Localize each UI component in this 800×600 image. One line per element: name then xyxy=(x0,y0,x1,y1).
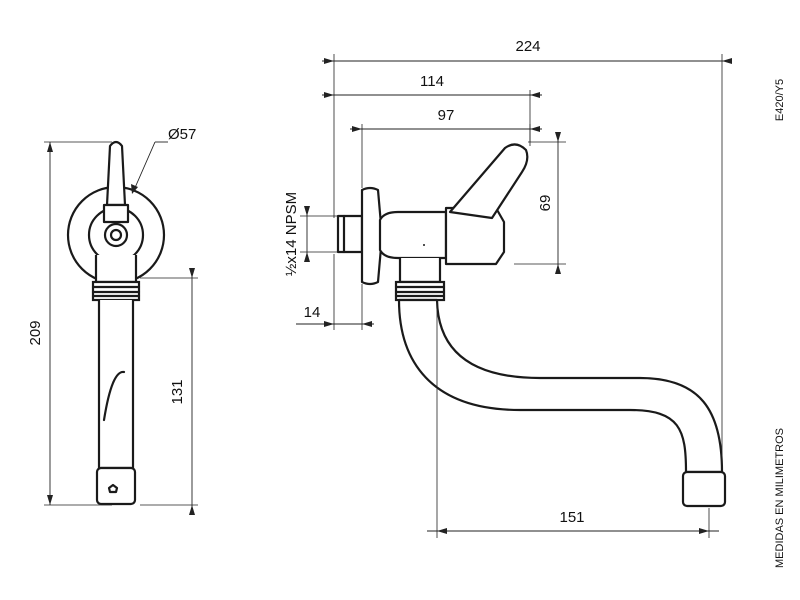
side-handle-lever xyxy=(448,143,529,220)
front-handle-lever xyxy=(105,140,127,207)
dim-114-label: 114 xyxy=(420,73,444,90)
front-handle-knob xyxy=(102,203,130,224)
dim-209-label: 209 xyxy=(27,320,44,345)
front-view xyxy=(66,140,166,506)
drawing-code: E420/Y5 xyxy=(774,79,786,121)
front-spout-tube xyxy=(97,300,135,470)
dim-209: 209 xyxy=(27,141,112,506)
side-flange xyxy=(360,186,384,286)
dim-114: 114 xyxy=(322,73,542,146)
dim-151: 151 xyxy=(427,302,719,538)
diameter-label: Ø57 xyxy=(168,126,196,143)
side-spout xyxy=(397,298,724,474)
dim-131: 131 xyxy=(140,268,198,515)
diameter-leader: Ø57 xyxy=(131,126,196,194)
dim-131-label: 131 xyxy=(169,379,186,404)
dim-224: 224 xyxy=(322,38,732,470)
side-valve-body xyxy=(378,210,448,260)
dim-97-label: 97 xyxy=(438,107,455,124)
dim-97: 97 xyxy=(350,107,542,188)
units-note: MEDIDAS EN MILIMETROS xyxy=(774,428,786,568)
dim-14: 14 xyxy=(296,254,374,330)
dim-69: 69 xyxy=(514,132,566,274)
side-neck xyxy=(398,258,442,284)
side-nipple xyxy=(336,214,364,254)
dim-151-label: 151 xyxy=(559,509,584,526)
dim-224-label: 224 xyxy=(515,38,540,55)
side-spout-tip xyxy=(681,470,727,508)
dim-thread: ½x14 NPSM xyxy=(283,192,338,276)
dim-14-label: 14 xyxy=(304,304,321,321)
thread-label: ½x14 NPSM xyxy=(283,192,300,276)
side-view xyxy=(336,143,727,508)
front-neck xyxy=(94,255,138,284)
front-valve-inner xyxy=(103,222,129,248)
dim-69-label: 69 xyxy=(537,195,554,212)
